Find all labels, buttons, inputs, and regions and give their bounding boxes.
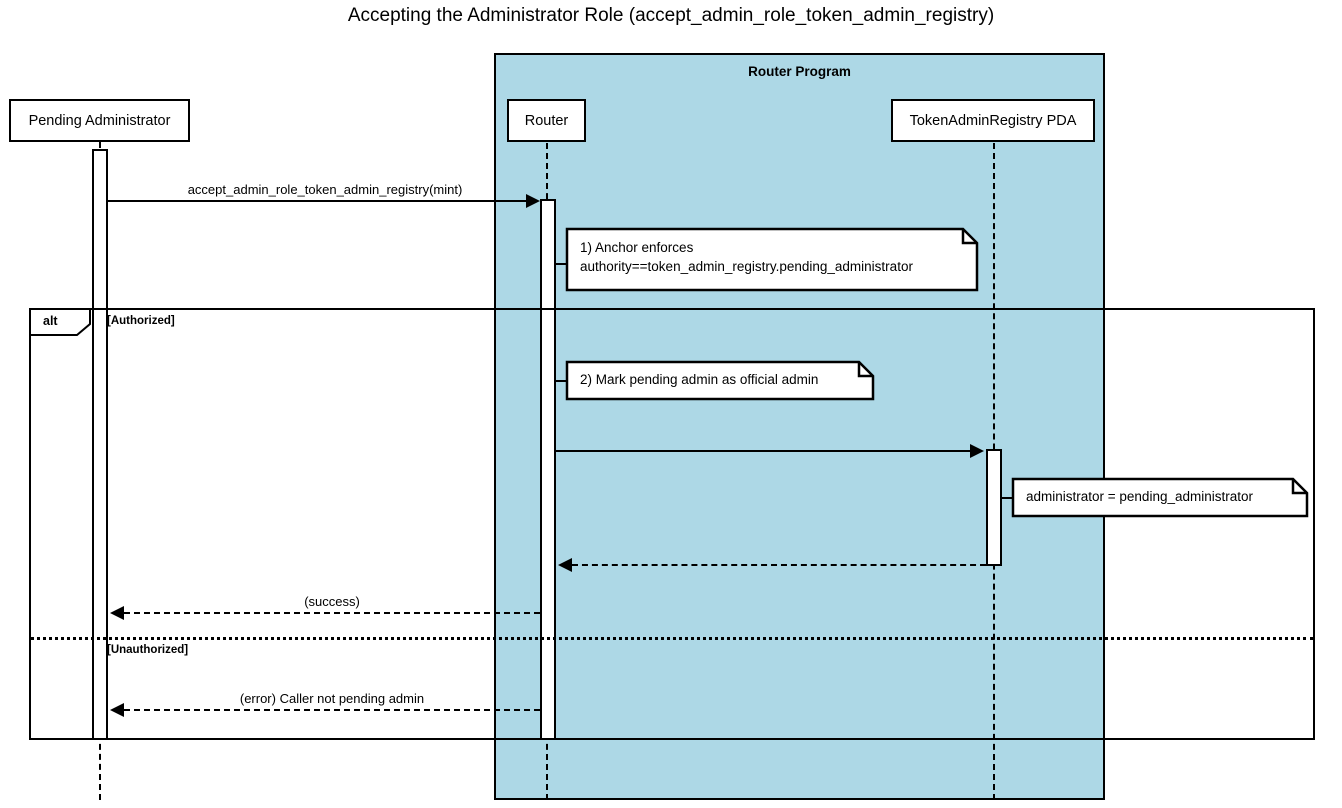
note-connector-anchor-enforces <box>556 263 570 265</box>
group-router-program-label: Router Program <box>748 64 851 79</box>
message-label-success: (success) <box>304 594 360 609</box>
note-anchor-enforces-text: 1) Anchor enforces authority==token_admi… <box>580 240 913 274</box>
note-administrator-assignment-text: administrator = pending_administrator <box>1026 489 1253 504</box>
alt-branch-condition-unauthorized: [Unauthorized] <box>107 644 189 656</box>
activation-pending-administrator <box>92 149 108 740</box>
page-title: Accepting the Administrator Role (accept… <box>347 5 995 26</box>
note-connector-administrator-assignment <box>1002 497 1016 499</box>
message-arrowhead-error <box>110 703 124 717</box>
note-connector-mark-pending-admin <box>556 380 570 382</box>
message-label-accept-admin-role: accept_admin_role_token_admin_registry(m… <box>187 182 463 197</box>
message-arrowhead-success <box>110 606 124 620</box>
message-line-error <box>124 709 540 711</box>
note-shape-mark-pending-admin <box>565 360 875 401</box>
message-line-registry-return <box>572 564 986 566</box>
message-label-error: (error) Caller not pending admin <box>239 691 425 706</box>
message-arrowhead-accept-admin-role <box>526 194 540 208</box>
note-mark-pending-admin: 2) Mark pending admin as official admin <box>566 361 875 401</box>
participant-router[interactable]: Router <box>507 99 586 142</box>
group-router-program <box>494 53 1105 800</box>
activation-router <box>540 199 556 740</box>
note-shape-administrator-assignment <box>1011 477 1309 518</box>
participant-token-admin-registry-pda[interactable]: TokenAdminRegistry PDA <box>891 99 1095 142</box>
message-line-update-registry <box>556 450 970 452</box>
note-administrator-assignment: administrator = pending_administrator <box>1012 478 1309 518</box>
alt-fragment-tab <box>29 308 91 336</box>
note-mark-pending-admin-text: 2) Mark pending admin as official admin <box>580 372 819 387</box>
alt-fragment-divider <box>30 637 1314 640</box>
message-arrowhead-update-registry <box>970 444 984 458</box>
message-line-accept-admin-role <box>108 200 528 202</box>
message-line-success <box>124 612 540 614</box>
activation-token-admin-registry-pda <box>986 449 1002 566</box>
participant-router-label: Router <box>524 112 569 129</box>
alt-branch-condition-authorized: [Authorized] <box>107 315 175 327</box>
note-anchor-enforces: 1) Anchor enforces authority==token_admi… <box>566 228 979 292</box>
note-shape-anchor-enforces <box>565 227 979 292</box>
participant-pending-administrator[interactable]: Pending Administrator <box>9 99 190 142</box>
alt-fragment-operator: alt <box>43 314 58 328</box>
participant-pending-administrator-label: Pending Administrator <box>28 112 171 129</box>
message-arrowhead-registry-return <box>558 558 572 572</box>
participant-token-admin-registry-pda-label: TokenAdminRegistry PDA <box>909 112 1077 129</box>
